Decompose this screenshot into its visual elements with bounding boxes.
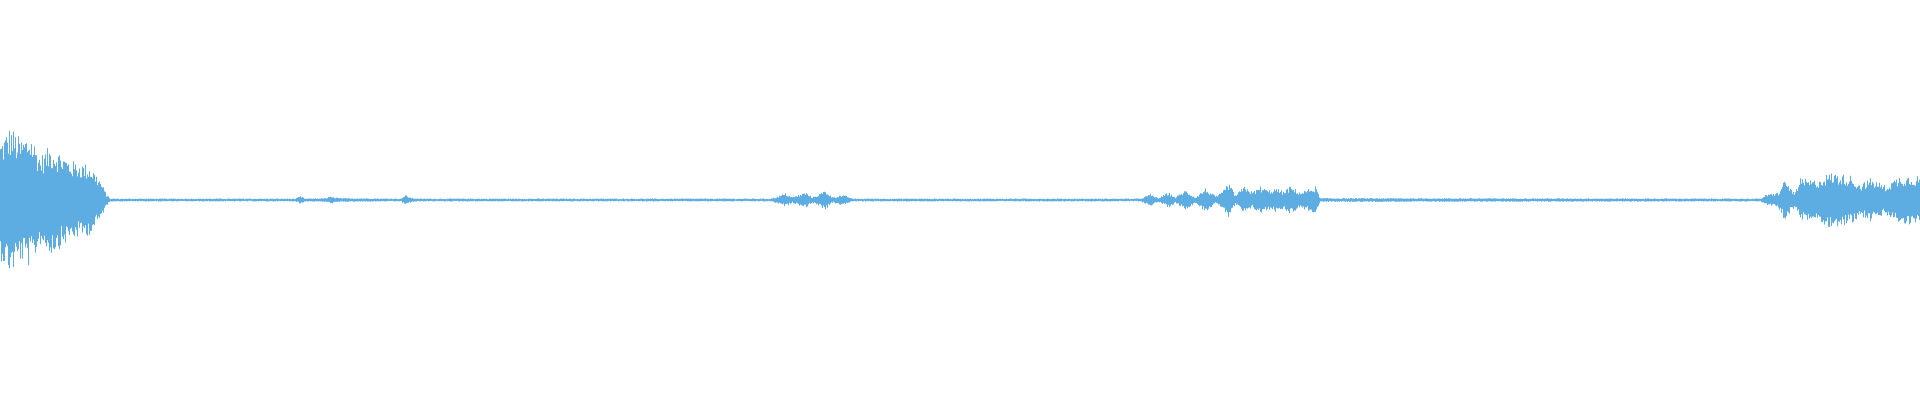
waveform-path — [0, 130, 1920, 269]
